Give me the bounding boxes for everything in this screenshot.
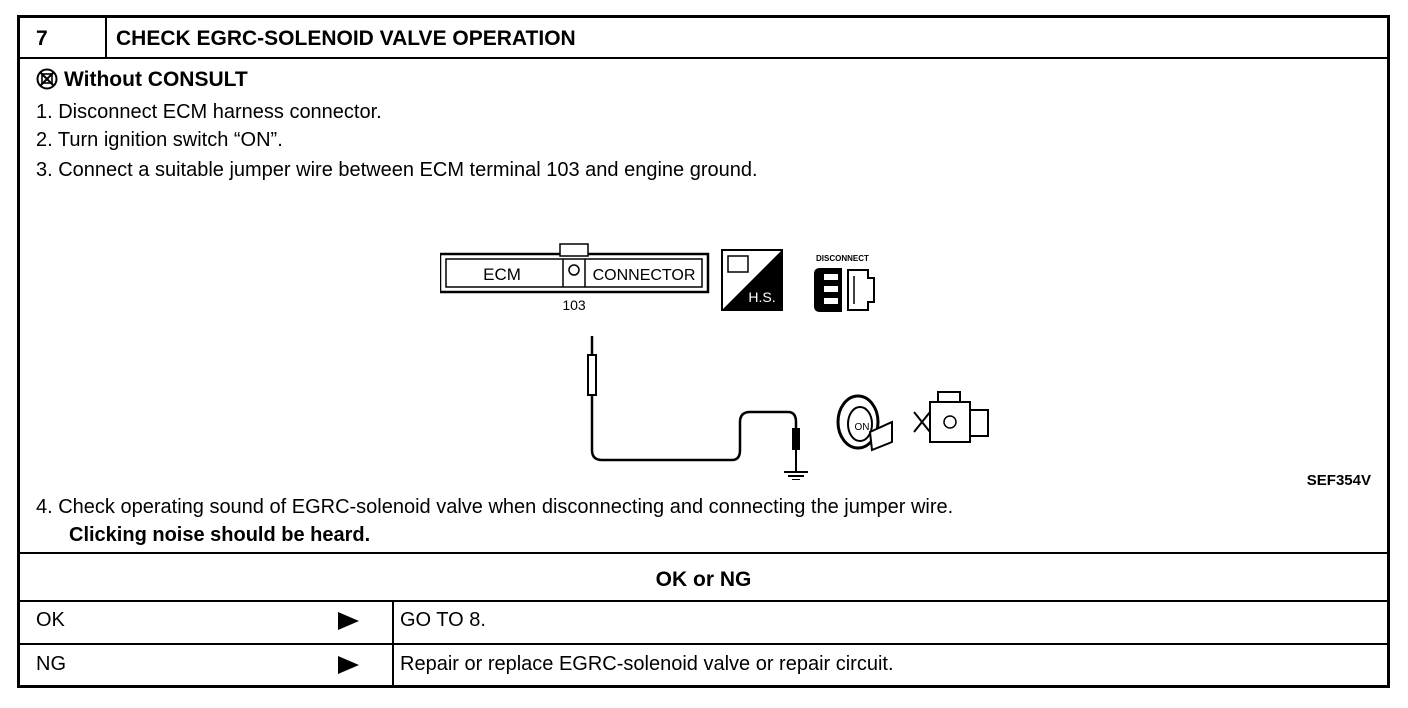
result-ok-label: OK [36,609,65,631]
disconnect-label: DISCONNECT [816,254,869,263]
diagnostic-step-table: 7 CHECK EGRC-SOLENOID VALVE OPERATION Wi… [17,15,1390,688]
wiring-diagram: ECM CONNECTOR 103 H.S. DISCONNECT [440,243,989,480]
result-ng-action: Repair or replace EGRC-solenoid valve or… [400,653,894,675]
ground-symbol [784,471,808,480]
engine-icon [913,391,989,443]
hs-label: H.S. [748,289,775,305]
disconnect-icon [814,268,875,312]
procedure-step-2: 2. Turn ignition switch “ON”. [36,129,283,151]
play-arrow-icon [336,655,360,680]
connector-label-connector: CONNECTOR [593,267,696,284]
step-title: CHECK EGRC-SOLENOID VALVE OPERATION [116,27,576,50]
procedure-bottom-rule [20,552,1387,554]
procedure-step-1: 1. Disconnect ECM harness connector. [36,101,382,123]
no-consult-icon [36,68,58,96]
jumper-wire [587,336,800,472]
result-row-rule-top [20,600,1387,602]
mode-row: Without CONSULT [36,68,248,96]
procedure-step-3: 3. Connect a suitable jumper wire betwee… [36,159,758,181]
play-arrow-icon [336,611,360,636]
result-heading: OK or NG [655,568,752,591]
procedure-step-4: 4. Check operating sound of EGRC-solenoi… [36,496,954,518]
terminal-label: 103 [562,297,586,313]
result-row-rule-middle [20,643,1387,645]
header-divider [105,18,107,58]
ignition-label: ON [855,422,870,433]
result-ng-label: NG [36,653,66,675]
harness-side-icon: H.S. [721,249,783,311]
connector-label-ecm: ECM [483,265,521,284]
figure-code: SEF354V [1306,472,1371,489]
ignition-key-icon: ON [836,394,893,452]
mode-label: Without CONSULT [64,68,248,91]
expected-result: Clicking noise should be heard. [69,524,371,546]
ecm-connector: ECM CONNECTOR [440,243,710,294]
header-bottom-rule [20,57,1387,59]
result-ok-action: GO TO 8. [400,609,486,631]
step-number: 7 [36,27,48,50]
